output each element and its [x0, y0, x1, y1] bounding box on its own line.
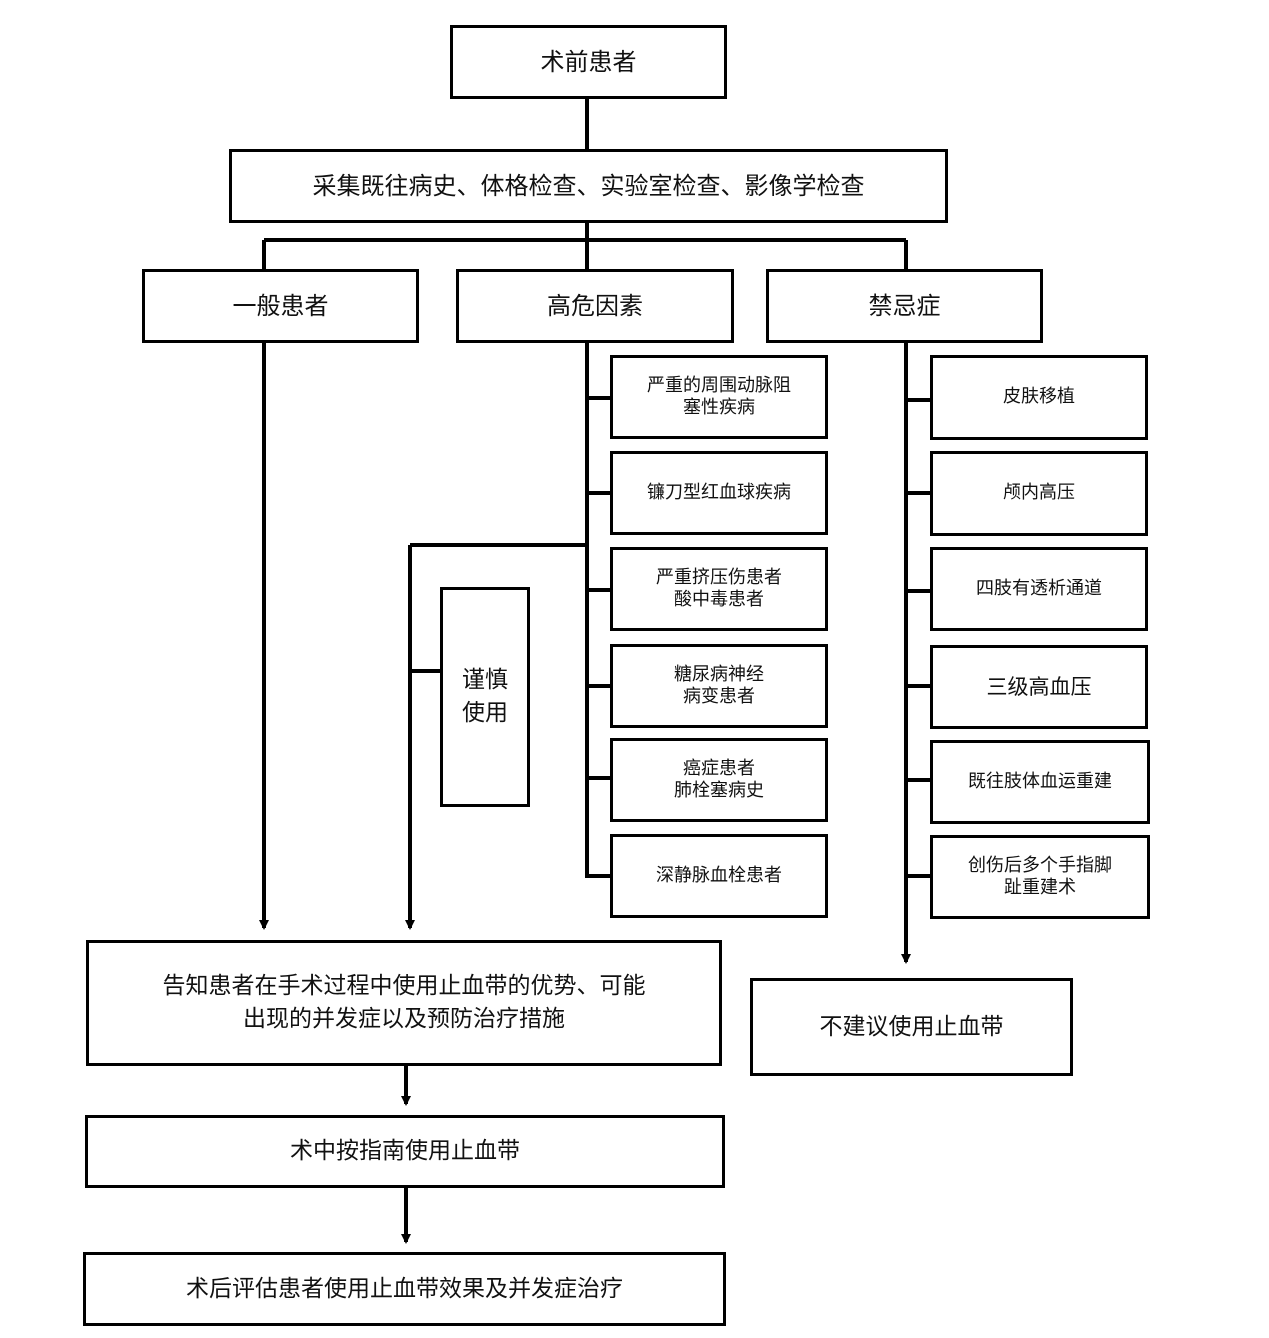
node-inform-line-2: 出现的并发症以及预防治疗措施 [243, 1006, 565, 1032]
node-not-recommended-label: 不建议使用止血带 [819, 1013, 1004, 1040]
node-collect-label: 采集既往病史、体格检查、实验室检查、影像学检查 [312, 172, 865, 200]
node-preop: 术前患者 [450, 25, 727, 99]
node-highrisk-label: 高危因素 [547, 292, 643, 320]
node-postop: 术后评估患者使用止血带效果及并发症治疗 [83, 1252, 726, 1326]
highrisk-item-1-line-1: 严重的周围动脉阻 [647, 374, 791, 396]
contra-item-2: 颅内高压 [930, 451, 1148, 536]
node-general: 一般患者 [142, 269, 419, 343]
node-caution-line-2: 使用 [462, 700, 508, 726]
highrisk-item-4-line-1: 糖尿病神经 [674, 663, 764, 685]
node-contra: 禁忌症 [766, 269, 1043, 343]
contra-item-6: 创伤后多个手指脚 趾重建术 [930, 835, 1150, 919]
highrisk-item-3: 严重挤压伤患者 酸中毒患者 [610, 547, 828, 631]
highrisk-item-6: 深静脉血栓患者 [610, 834, 828, 918]
node-not-recommended: 不建议使用止血带 [750, 978, 1073, 1076]
node-intraop: 术中按指南使用止血带 [85, 1115, 725, 1188]
node-postop-label: 术后评估患者使用止血带效果及并发症治疗 [186, 1275, 623, 1302]
contra-item-5-line-1: 既往肢体血运重建 [968, 770, 1112, 792]
highrisk-item-1-line-2: 塞性疾病 [683, 397, 755, 418]
highrisk-item-1: 严重的周围动脉阻 塞性疾病 [610, 355, 828, 439]
node-collect: 采集既往病史、体格检查、实验室检查、影像学检查 [229, 149, 948, 223]
contra-item-4-line-1: 三级高血压 [986, 674, 1092, 699]
contra-item-1: 皮肤移植 [930, 355, 1148, 440]
highrisk-item-6-line-1: 深静脉血栓患者 [656, 864, 782, 886]
highrisk-item-5-line-2: 肺栓塞病史 [674, 780, 764, 801]
contra-item-3-line-1: 四肢有透析通道 [976, 577, 1102, 599]
node-general-label: 一般患者 [232, 292, 329, 320]
node-contra-label: 禁忌症 [868, 292, 941, 320]
node-inform: 告知患者在手术过程中使用止血带的优势、可能 出现的并发症以及预防治疗措施 [86, 940, 722, 1066]
contra-item-5: 既往肢体血运重建 [930, 740, 1150, 824]
highrisk-item-3-line-2: 酸中毒患者 [674, 589, 764, 610]
highrisk-item-4-line-2: 病变患者 [683, 686, 755, 707]
contra-item-6-line-2: 趾重建术 [1004, 877, 1076, 898]
highrisk-item-4: 糖尿病神经 病变患者 [610, 644, 828, 728]
contra-item-4: 三级高血压 [930, 645, 1148, 729]
node-inform-line-1: 告知患者在手术过程中使用止血带的优势、可能 [162, 972, 646, 999]
highrisk-item-5: 癌症患者 肺栓塞病史 [610, 738, 828, 822]
node-caution-line-1: 谨慎 [462, 666, 508, 693]
contra-item-3: 四肢有透析通道 [930, 547, 1148, 631]
node-intraop-label: 术中按指南使用止血带 [290, 1138, 520, 1165]
contra-item-6-line-1: 创伤后多个手指脚 [968, 854, 1112, 876]
contra-item-2-line-1: 颅内高压 [1003, 482, 1075, 504]
highrisk-item-2-line-1: 镰刀型红血球疾病 [647, 481, 791, 503]
contra-item-1-line-1: 皮肤移植 [1003, 386, 1075, 408]
node-highrisk: 高危因素 [456, 269, 734, 343]
highrisk-item-5-line-1: 癌症患者 [683, 757, 755, 779]
highrisk-item-2: 镰刀型红血球疾病 [610, 451, 828, 535]
node-caution: 谨慎 使用 [440, 587, 530, 807]
highrisk-item-3-line-1: 严重挤压伤患者 [656, 566, 782, 588]
node-preop-label: 术前患者 [540, 48, 637, 76]
